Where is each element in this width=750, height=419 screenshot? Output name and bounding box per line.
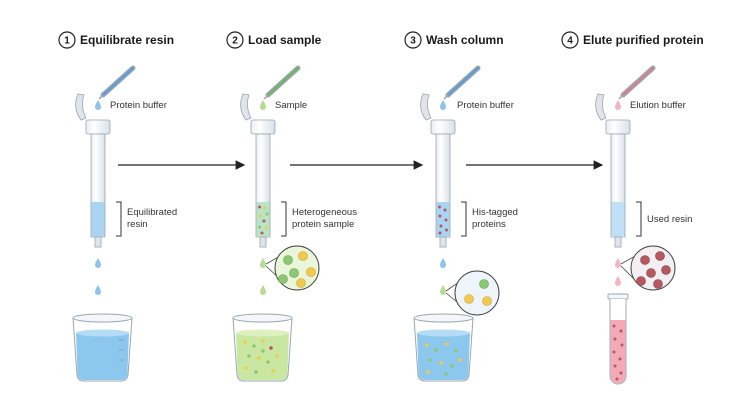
step-4-buffer-label: Elution buffer: [630, 100, 686, 111]
step-1-pipette: [98, 65, 136, 100]
step-1-buffer-drop: [95, 100, 101, 110]
step-3-pipette: [443, 65, 481, 100]
step-3-column: [420, 93, 456, 248]
step-2-buffer-label: Sample: [275, 100, 307, 111]
step-3-beaker: [413, 313, 474, 382]
step-3-buffer-drop: [440, 100, 446, 110]
step-2-eluate-drop: [260, 258, 266, 268]
step-2-buffer-drop: [260, 100, 266, 110]
step-2-zoom-bubble: [265, 245, 320, 291]
step-4-zoom-bubble: [620, 245, 676, 291]
step-1-eluate-drop: [95, 258, 101, 268]
step-4-eluate-drop: [615, 276, 621, 286]
step-3-zoom-bubble: [445, 270, 500, 316]
step-3-eluate-drop: [440, 258, 446, 268]
step-3-bracket: [461, 201, 467, 237]
step-3-number: 3: [410, 36, 416, 47]
step-2-title-text: Load sample: [248, 33, 322, 47]
step-3-eluate-drop: [440, 285, 446, 295]
step-4-bracket-line-1: Used resin: [647, 214, 692, 225]
step-4-pipette: [618, 65, 656, 100]
step-4-bracket: [636, 201, 642, 237]
step-1-title-text: Equilibrate resin: [80, 33, 174, 47]
step-3-title: 3 Wash column: [404, 31, 504, 49]
step-1-bracket-line-1: Equilibrated: [127, 207, 177, 218]
step-2-bracket: [281, 201, 287, 237]
step-2-column: [240, 93, 276, 248]
step-1-column: [75, 93, 111, 248]
step-1-bracket-line-2: resin: [127, 219, 148, 230]
step-1-number: 1: [64, 36, 70, 47]
step-2-pipette: [263, 65, 301, 100]
step-4-title-text: Elute purified protein: [583, 33, 704, 47]
step-4-test-tube: [607, 293, 629, 385]
step-2-title: 2 Load sample: [226, 31, 322, 49]
step-1-eluate-drop: [95, 285, 101, 295]
step-4-buffer-drop: [615, 100, 621, 110]
step-3-buffer-label: Protein buffer: [457, 100, 514, 111]
step-2-eluate-drop: [260, 285, 266, 295]
step-3-title-text: Wash column: [426, 33, 504, 47]
step-4-number: 4: [567, 36, 573, 47]
step-2-number: 2: [232, 36, 238, 47]
step-1-bracket: [116, 201, 122, 237]
step-2-bracket-line-1: Heterogeneous: [292, 207, 357, 218]
step-3-bracket-line-1: His-tagged: [472, 207, 518, 218]
step-4-title: 4 Elute purified protein: [561, 31, 704, 49]
step-1-buffer-label: Protein buffer: [110, 100, 167, 111]
step-2-beaker: [232, 313, 293, 382]
step-1-beaker: [72, 313, 133, 382]
step-4-column: [595, 93, 631, 248]
step-2-bracket-line-2: protein sample: [292, 219, 354, 230]
step-4-eluate-drop: [615, 258, 621, 268]
step-3-bracket-line-2: proteins: [472, 219, 506, 230]
step-1-title: 1 Equilibrate resin: [58, 31, 174, 49]
